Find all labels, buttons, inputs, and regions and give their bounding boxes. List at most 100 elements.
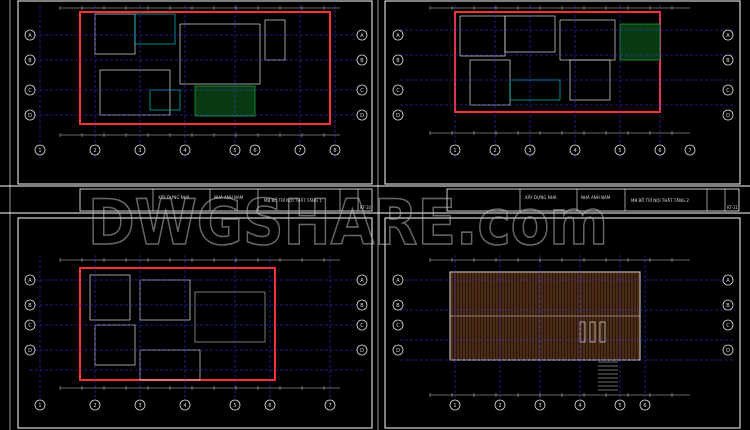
grid-bubble-label: C [396,88,400,94]
grid-bubble: 4 [179,144,191,156]
grid-bubble-label: 3 [528,148,531,154]
grid-bubble: 4 [574,399,586,411]
grid-bubble-circle [356,84,368,96]
grid-bubble-circle [392,54,404,66]
grid-bubble: 1 [449,399,461,411]
room [99,69,171,116]
grid-bubble-circle [229,144,241,156]
grid-bubble-label: C [28,323,32,329]
skylight [599,321,606,343]
grid-bubble-circle [654,144,666,156]
grid-bubble: 5 [229,144,241,156]
grid-bubble-label: 2 [93,148,96,154]
grid-bubble-label: 3 [138,148,141,154]
sheet-frame-top-right [384,0,741,185]
grid-bubble: 6 [264,399,276,411]
grid-bubble: 5 [229,399,241,411]
grid-bubble-circle [179,399,191,411]
grid-bubble-label: 7 [298,148,301,154]
grid-bubble-circle [392,29,404,41]
grid-bubble-circle [614,144,626,156]
grid-bubble-label: C [28,88,32,94]
grid-bubble-circle [134,399,146,411]
grid-bubble-label: A [360,33,364,39]
grid-bubble: A [24,29,36,41]
drawing-title: MB BỐ TRÍ NỘI THẤT TẦNG 2 [631,198,689,203]
room [459,15,506,57]
room [194,85,256,117]
grid-bubble: A [722,274,734,286]
grid-bubble: 2 [489,144,501,156]
sheet-number: KT-10 [360,205,371,210]
grid-bubble: B [392,54,404,66]
grid-bubble-circle [392,84,404,96]
title-block-border [446,188,740,212]
grid-bubble-label: 2 [498,403,501,409]
grid-bubble: A [24,274,36,286]
grid-bubble: D [356,109,368,121]
grid-bubble-circle [722,274,734,286]
grid-bubble-circle [722,109,734,121]
grid-bubble-label: A [726,33,730,39]
grid-bubble: 7 [324,399,336,411]
grid-bubble: B [356,54,368,66]
grid-bubble-circle [392,344,404,356]
grid-bubble: C [722,319,734,331]
grid-bubble-label: A [360,278,364,284]
grid-bubble-label: D [726,348,730,354]
grid-bubble-circle [356,29,368,41]
grid-bubble: C [356,319,368,331]
project-name: XÂY DỰNG NHÀ [525,195,557,200]
grid-bubble-circle [329,144,341,156]
grid-bubble-label: A [28,278,32,284]
grid-bubble-circle [294,144,306,156]
grid-bubble: D [24,344,36,356]
grid-bubble-label: 5 [233,403,236,409]
grid-bubble-circle [89,399,101,411]
grid-bubble: B [392,299,404,311]
grid-bubble-circle [24,29,36,41]
grid-bubble: B [722,54,734,66]
grid-bubble: C [392,84,404,96]
grid-bubble: 1 [449,144,461,156]
sheet-frame-top-left [17,0,373,185]
grid-bubble: D [392,344,404,356]
grid-bubble-circle [392,109,404,121]
grid-bubble-circle [449,399,461,411]
grid-bubble-circle [722,29,734,41]
grid-bubble-label: B [360,303,364,309]
grid-bubble-circle [569,144,581,156]
room [94,13,136,55]
grid-bubble-label: A [396,33,400,39]
grid-bubble-label: C [360,323,364,329]
grid-bubble-label: D [28,113,32,119]
project-name: XÂY DỰNG NHÀ [158,195,190,200]
grid-bubble-label: 7 [688,148,691,154]
grid-bubble-label: 1 [38,403,41,409]
grid-bubble: 6 [249,144,261,156]
grid-bubble-circle [722,344,734,356]
grid-bubble-circle [614,399,626,411]
grid-bubble: 3 [134,144,146,156]
grid-bubble: C [24,319,36,331]
grid-bubble-label: D [726,113,730,119]
grid-bubble-label: 6 [268,403,271,409]
grid-bubble-label: B [726,58,730,64]
grid-bubble-label: 1 [453,148,456,154]
grid-bubble-label: D [360,348,364,354]
grid-bubble: C [24,84,36,96]
floor-plan-level-2 [454,11,661,113]
grid-bubble-circle [34,399,46,411]
grid-bubble-label: 5 [618,403,621,409]
grid-bubble-label: B [396,58,400,64]
grid-bubble-circle [356,274,368,286]
grid-bubble: 2 [494,399,506,411]
grid-bubble-circle [24,54,36,66]
grid-bubble: 4 [179,399,191,411]
grid-bubble-label: 6 [253,148,256,154]
grid-bubble-circle [392,299,404,311]
grid-bubble: 2 [89,399,101,411]
grid-bubble-circle [324,399,336,411]
grid-bubble: 6 [639,399,651,411]
